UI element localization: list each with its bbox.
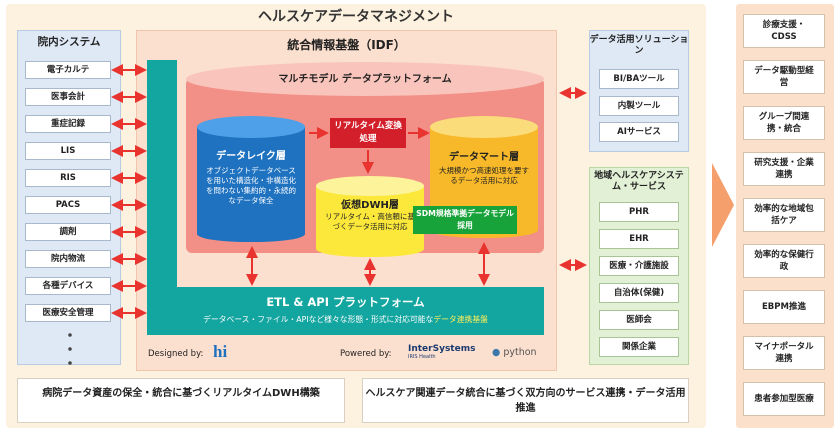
bottom-note-left: 病院データ資産の保全・統合に基づくリアルタイムDWH構築 [17, 378, 345, 423]
regional-item: 自治体(保健) [599, 283, 679, 303]
solution-item: BI/BAツール [599, 69, 679, 89]
outcome-item: 効率的な保健行政 [743, 244, 825, 278]
system-item: 重症記録 [25, 115, 111, 133]
outcome-item: 患者参加型医療 [743, 382, 825, 416]
system-item: 調剤 [25, 223, 111, 241]
regional-item: 医療・介護施設 [599, 256, 679, 276]
system-item: 医事会計 [25, 88, 111, 106]
etl-vertical-bar [147, 60, 177, 312]
system-item: RIS [25, 169, 111, 187]
python-logo: ● python [492, 347, 537, 358]
data-lake-desc: オブジェクトデータベースを用いた構造化・非構造化を問わない集約的・永続的なデータ… [206, 166, 296, 205]
regional-item: PHR [599, 202, 679, 222]
outcome-item: グループ間連携・統合 [743, 106, 825, 140]
virtual-dwh-title: 仮想DWH層 [341, 200, 399, 211]
designed-by-label: Designed by: [148, 349, 204, 359]
data-mart-title: データマート層 [449, 152, 519, 163]
regional-services-title: 地域ヘルスケアシステム・サービス [594, 171, 684, 192]
data-lake-title: データレイク層 [216, 151, 286, 162]
virtual-dwh-top [316, 176, 424, 196]
regional-item: EHR [599, 229, 679, 249]
idf-title: 統合情報基盤（IDF） [287, 38, 406, 52]
data-mart-top [430, 116, 538, 138]
system-item: 電子カルテ [25, 61, 111, 79]
system-item: 院内物流 [25, 250, 111, 268]
outcome-item: データ駆動型経営 [743, 60, 825, 94]
system-item: PACS [25, 196, 111, 214]
etl-api-highlight: データ連携基盤 [433, 315, 488, 324]
regional-item: 医師会 [599, 310, 679, 330]
outcome-item: EBPM推進 [743, 290, 825, 324]
system-item: 各種デバイス [25, 277, 111, 295]
outcome-item: マイナポータル連携 [743, 336, 825, 370]
virtual-dwh-cylinder [316, 185, 424, 257]
data-lake-top [197, 116, 305, 138]
data-mart-desc: 大規模かつ高速処理を要するデータ活用に対応 [439, 166, 529, 185]
outcome-item: 効率的な地域包括ケア [743, 198, 825, 232]
multimodel-platform-title: マルチモデル データプラットフォーム [278, 74, 452, 85]
more-systems-ellipsis: ・・・ [61, 328, 77, 370]
hi-logo: hi [213, 342, 228, 361]
python-icon: ● [492, 347, 501, 358]
data-lake-cylinder [197, 126, 305, 242]
bottom-note-right: ヘルスケア関連データ統合に基づく双方向のサービス連携・データ活用推進 [362, 378, 689, 423]
solution-item: 内製ツール [599, 96, 679, 116]
outcome-item: 診療支援・CDSS [743, 14, 825, 48]
multimodel-platform-top [186, 62, 544, 96]
virtual-dwh-desc: リアルタイム・高信頼に基づくデータ活用に対応 [325, 212, 415, 231]
etl-api-title: ETL & API プラットフォーム [266, 295, 425, 309]
system-item: 医療安全管理 [25, 304, 111, 322]
system-item: LIS [25, 142, 111, 160]
chevron-right-icon [712, 163, 734, 247]
diagram-title: ヘルスケアデータマネジメント [258, 9, 454, 25]
hospital-systems-title: 院内システム [37, 36, 101, 48]
realtime-conversion-box: リアルタイム変換処理 [330, 118, 406, 148]
outcome-item: 研究支援・企業連携 [743, 152, 825, 186]
sdm-model-box: SDM規格準拠データモデル採用 [413, 206, 517, 234]
etl-api-platform-bar [147, 287, 544, 335]
solution-item: AIサービス [599, 122, 679, 142]
powered-by-label: Powered by: [340, 349, 392, 359]
etl-api-desc: データベース・ファイル・APIなど様々な形態・形式に対応可能なデータ連携基盤 [203, 315, 488, 324]
regional-item: 関係企業 [599, 337, 679, 357]
data-solutions-title: データ活用ソリューション [589, 35, 689, 56]
